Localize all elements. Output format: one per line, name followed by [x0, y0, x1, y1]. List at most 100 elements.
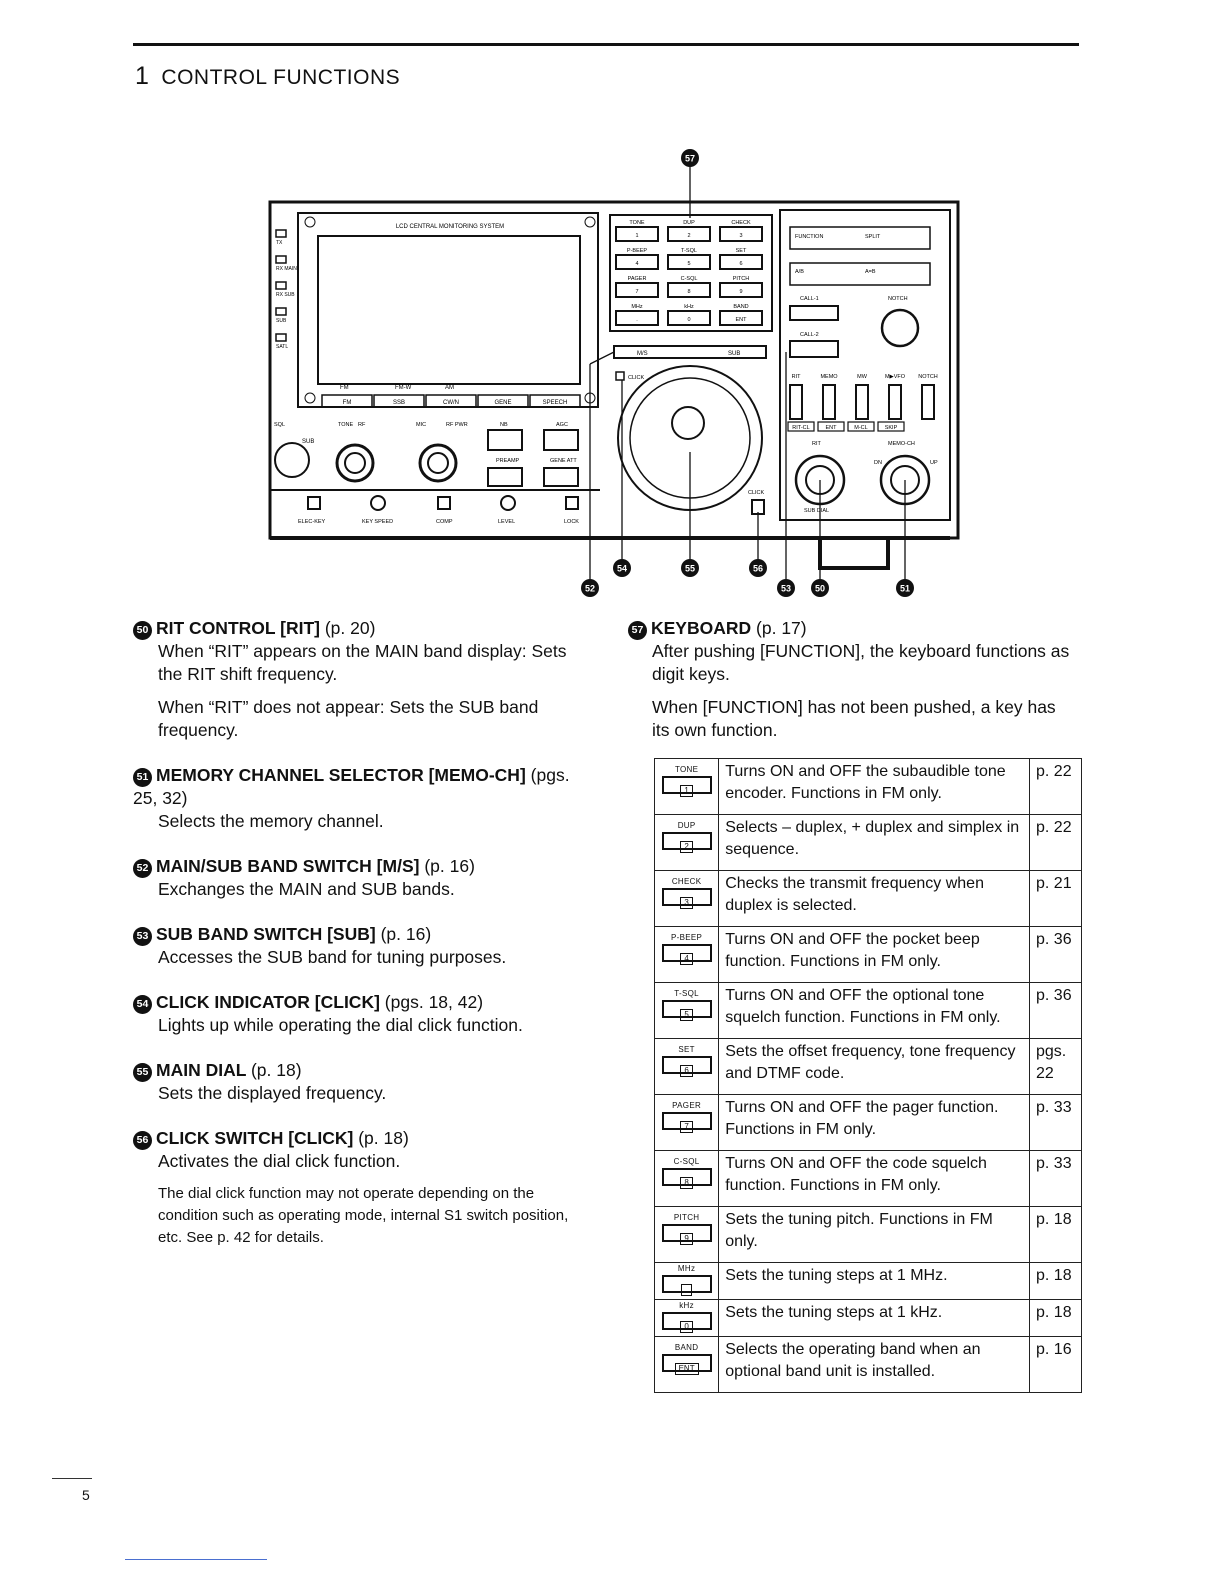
keypad-key-0[interactable] [615, 226, 659, 242]
knob-label-2: RF [358, 422, 366, 428]
keypad-key-text-9: . [636, 317, 638, 323]
keypad-key-text-2: 3 [739, 233, 742, 239]
tone-rf-knob[interactable] [335, 443, 375, 483]
key-cap-text: 1 [680, 785, 693, 797]
right-row-button-1[interactable] [822, 384, 836, 420]
key-page-ref: p. 36 [1029, 926, 1082, 983]
key-button: ENT [661, 1354, 712, 1375]
key-button: 0 [661, 1312, 712, 1333]
screen-title: LCD CENTRAL MONITORING SYSTEM [396, 224, 504, 230]
left-btn-label-1: RX MAIN [276, 266, 297, 272]
key-page-ref: p. 18 [1029, 1299, 1082, 1337]
keypad-key-2[interactable] [719, 226, 763, 242]
notch-knob[interactable] [880, 308, 920, 348]
key-button: 2 [661, 832, 712, 853]
right-row-button-2[interactable] [855, 384, 869, 420]
key-description: Selects – duplex, + duplex and simplex i… [718, 814, 1030, 871]
keypad-key-10[interactable] [667, 310, 711, 326]
key-description: Selects the operating band when an optio… [718, 1336, 1030, 1393]
right-row-label-3: M▶VFO [885, 374, 906, 380]
callout-53 [777, 579, 795, 597]
nb-button[interactable] [487, 429, 523, 451]
keypad-label-6: PAGER [628, 276, 647, 282]
right-row-button-4[interactable] [921, 384, 935, 420]
page-number: 5 [82, 1487, 90, 1503]
keypad-key-text-0: 1 [635, 233, 638, 239]
click-indicator [615, 371, 625, 381]
section-text: Accesses the SUB band for tuning purpose… [158, 947, 507, 967]
keypad-key-5[interactable] [719, 254, 763, 270]
table-row: MHz.Sets the tuning steps at 1 MHz.p. 18 [653, 1262, 1082, 1300]
keypad-key-text-1: 2 [687, 233, 690, 239]
keypad-key-11[interactable] [719, 310, 763, 326]
bottom-button-label-2: COMP [436, 519, 453, 525]
key-description: Checks the transmit frequency when duple… [718, 870, 1030, 927]
keypad: TONE1DUP2CHECK3P-BEEP4T-SQL5SET6PAGER7C-… [615, 220, 763, 326]
keypad-key-9[interactable] [615, 310, 659, 326]
key-cap-text: 9 [680, 1233, 693, 1245]
key-button: 6 [661, 1056, 712, 1077]
key-button: 7 [661, 1112, 712, 1133]
keyboard-para-2: When [FUNCTION] has not been pushed, a k… [652, 697, 1056, 740]
mic-rf-pwr-knob[interactable] [418, 443, 458, 483]
click-switch-label: CLICK [748, 490, 765, 496]
key-cap-text: 4 [680, 953, 693, 965]
chapter-title: CONTROL FUNCTIONS [161, 66, 401, 89]
left-btn-label-4: SATL [276, 344, 288, 350]
keypad-label-10: kHz [684, 304, 694, 310]
click-switch[interactable] [751, 499, 765, 515]
key-cap-text: 6 [680, 1065, 693, 1077]
keypad-key-text-6: 7 [635, 289, 638, 295]
key-page-ref: pgs. 22 [1029, 1038, 1082, 1095]
knob-label-3: MIC [416, 422, 426, 428]
keypad-key-4[interactable] [667, 254, 711, 270]
keypad-key-7[interactable] [667, 282, 711, 298]
agc-button[interactable] [543, 429, 579, 451]
right-row-label-4: NOTCH [918, 374, 938, 380]
mode-button-0[interactable] [321, 394, 373, 408]
key-page-ref: p. 33 [1029, 1094, 1082, 1151]
keypad-key-3[interactable] [615, 254, 659, 270]
dial-label-0: RIT [812, 441, 822, 447]
mode-label-2: AM [445, 385, 454, 391]
key-cap-text: 3 [680, 897, 693, 909]
mode-button-1[interactable] [373, 394, 425, 408]
dial-label-3: UP [930, 460, 938, 466]
preamp-button[interactable] [487, 467, 523, 487]
mode-button-label-3: GENE [494, 400, 511, 406]
right-row-button-3[interactable] [888, 384, 902, 420]
chassis-outline [268, 200, 960, 540]
mode-button-3[interactable] [477, 394, 529, 408]
mode-button-4[interactable] [529, 394, 581, 408]
keypad-key-8[interactable] [719, 282, 763, 298]
keypad-label-9: MHz [631, 304, 643, 310]
key-label: PITCH [673, 1213, 700, 1222]
front-panel-diagram: TX RX MAIN RX SUB SUB SATL LCD CENTRAL M… [268, 149, 960, 597]
key-button: 1 [661, 776, 712, 797]
keypad-label-2: CHECK [731, 220, 751, 226]
gene-att-button[interactable] [543, 467, 579, 487]
knob-label-8: GENE ATT [550, 458, 577, 464]
sql-knob[interactable] [274, 442, 310, 478]
keypad-key-1[interactable] [667, 226, 711, 242]
keypad-key-6[interactable] [615, 282, 659, 298]
right-row-button-0[interactable] [789, 384, 803, 420]
mode-button-2[interactable] [425, 394, 477, 408]
right-row2-label-2: M-CL [854, 425, 867, 431]
callout-number-53: 53 [781, 584, 791, 594]
key-label: BAND [674, 1343, 699, 1352]
